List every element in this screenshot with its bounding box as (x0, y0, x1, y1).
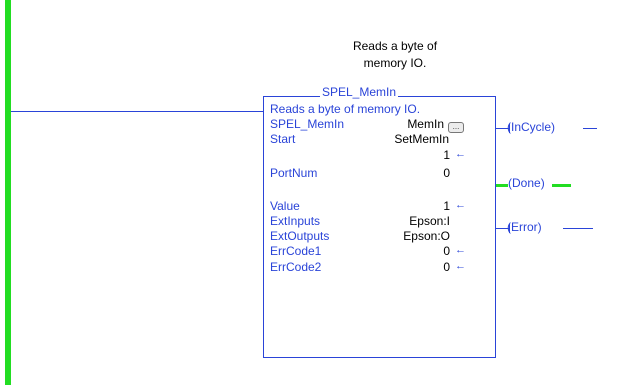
error-wire-out (563, 228, 593, 229)
param-value-start[interactable]: SetMemIn (394, 132, 449, 146)
incycle-wire-out (583, 128, 597, 129)
param-value-start-state: 1 (443, 148, 450, 162)
output-arrow-icon: ← (455, 244, 466, 256)
output-arrow-icon: ← (455, 260, 466, 272)
error-wire-in (496, 228, 509, 229)
output-error-label: Error (511, 220, 538, 234)
error-tick-left (509, 224, 510, 233)
param-value-errcode1: 0 (443, 244, 450, 258)
rung-input-wire (11, 111, 263, 112)
param-name-start: Start (270, 132, 296, 146)
param-name-value: Value (270, 199, 300, 213)
param-value-extinputs[interactable]: Epson:I (409, 214, 450, 228)
rung-comment: Reads a byte of memory IO. (320, 38, 470, 72)
param-value-spel-memin[interactable]: MemIn (407, 117, 444, 131)
param-value-portnum[interactable]: 0 (443, 166, 450, 180)
rung-comment-line-2: memory IO. (363, 56, 427, 70)
param-name-extinputs: ExtInputs (270, 214, 321, 228)
param-value-value: 1 (443, 199, 450, 213)
browse-button[interactable]: ... (448, 122, 464, 133)
param-name-extoutputs: ExtOutputs (270, 229, 330, 243)
incycle-tick-left (509, 124, 510, 133)
output-incycle-label: InCycle (511, 120, 552, 134)
param-name-errcode2: ErrCode2 (270, 260, 322, 274)
param-name-spel-memin: SPEL_MemIn (270, 117, 345, 131)
output-error[interactable]: (Error) (507, 220, 542, 234)
done-wire-in (496, 184, 508, 187)
left-power-rail (5, 0, 11, 385)
done-wire-out (552, 184, 571, 187)
incycle-wire-in (496, 128, 509, 129)
param-name-portnum: PortNum (270, 166, 318, 180)
param-name-errcode1: ErrCode1 (270, 244, 322, 258)
instruction-title: SPEL_MemIn (320, 85, 399, 99)
output-incycle[interactable]: (InCycle) (507, 120, 556, 134)
output-arrow-icon: ← (455, 199, 466, 211)
output-done-label: Done (512, 176, 541, 190)
rung-comment-line-1: Reads a byte of (352, 39, 438, 53)
instruction-description: Reads a byte of memory IO. (270, 102, 421, 116)
output-done[interactable]: (Done) (508, 176, 545, 190)
param-value-errcode2: 0 (443, 260, 450, 274)
output-arrow-icon: ← (455, 148, 466, 160)
param-value-extoutputs[interactable]: Epson:O (403, 229, 450, 243)
